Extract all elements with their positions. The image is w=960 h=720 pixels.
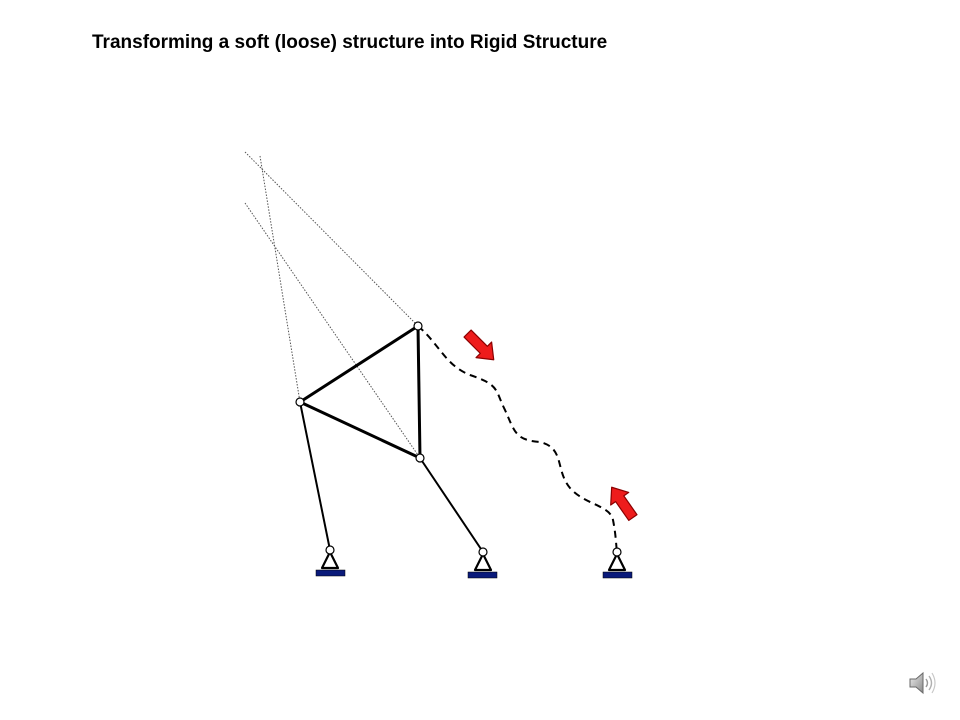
support-legs: [299, 401, 484, 553]
arrow-down-right: [463, 329, 495, 361]
joint-bottom: [415, 453, 425, 463]
loose-dashed-member: [417, 325, 618, 553]
triangle-members: [298, 324, 422, 460]
member-left-bottom: [298, 400, 422, 460]
leg-left: [299, 401, 331, 551]
pin-support-left: [315, 550, 346, 577]
arrow-up-left: [610, 486, 638, 522]
pin-support-middle: [467, 552, 498, 579]
construction-line-3: [259, 155, 301, 403]
joint-support-middle: [478, 547, 488, 557]
construction-lines: [244, 151, 421, 459]
joint-top: [413, 321, 423, 331]
leg-middle: [419, 457, 484, 553]
slide-title: Transforming a soft (loose) structure in…: [92, 32, 608, 53]
joint-support-left: [325, 545, 335, 555]
joint-support-right: [612, 547, 622, 557]
joints: [295, 321, 622, 557]
pin-support-right: [602, 552, 633, 579]
member-left-top: [298, 324, 420, 404]
construction-line-1: [244, 151, 419, 327]
joint-left: [295, 397, 305, 407]
construction-line-2: [244, 202, 421, 459]
member-vertical: [416, 324, 422, 460]
speaker-icon[interactable]: [907, 668, 937, 698]
